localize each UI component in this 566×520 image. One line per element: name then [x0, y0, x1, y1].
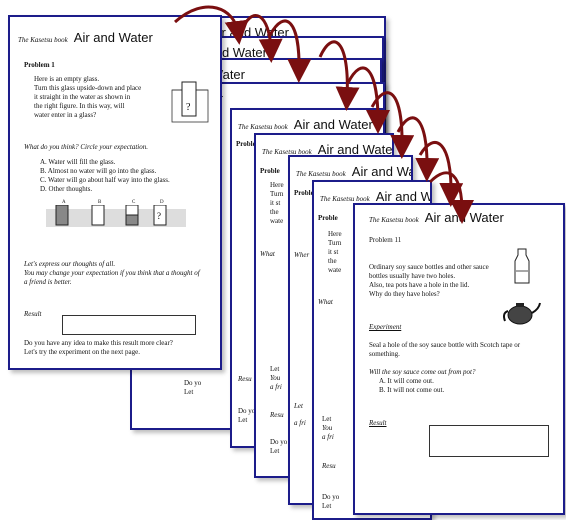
option-b: B. It will not come out. [379, 386, 445, 394]
text-fragment: it st [328, 248, 339, 256]
page-title: Air and Water [375, 189, 432, 204]
text-fragment: Let [294, 402, 303, 410]
intro-line: Ordinary soy sauce bottles and other sau… [369, 263, 489, 271]
text-fragment: What [318, 298, 333, 306]
page-title: Air and Water [293, 117, 373, 132]
text-fragment: a fri [270, 383, 282, 391]
book-name: The Kasetsu book [262, 148, 312, 156]
text-fragment: Do yo [184, 379, 202, 387]
page-title: Air and Water [351, 164, 411, 179]
problem-label: Proble [260, 167, 280, 175]
svg-text:?: ? [157, 211, 161, 221]
book-name: The Kasetsu book [296, 170, 346, 178]
text-fragment: Resu [238, 375, 252, 383]
text-fragment: Turn [328, 239, 342, 247]
text-fragment: a fri [322, 433, 334, 441]
text-fragment: Here [328, 230, 342, 238]
text-fragment: Wher [294, 251, 310, 259]
soy-sauce-bottle-icon [514, 248, 530, 284]
text-fragment: the [328, 257, 337, 265]
problem-label: Problem 1 [24, 61, 55, 69]
book-name: The Kasetsu book [238, 123, 288, 131]
text-fragment: Let [270, 447, 280, 455]
book-name: The Kasetsu book [369, 216, 419, 224]
page-problem-11: The Kasetsu book Air and Water Problem 11… [353, 203, 565, 515]
intro-line: it straight in the water as shown in [34, 93, 131, 101]
glasses-figure: ? [46, 205, 186, 227]
tea-pot-icon [503, 302, 541, 325]
problem-label: Problem 11 [369, 236, 402, 244]
option-a: A. Water will fill the glass. [40, 158, 116, 166]
figure-label-c: C [132, 200, 136, 205]
intro-line: water enter in a glass? [34, 111, 97, 119]
closing-line: Do you have any idea to make this result… [24, 339, 173, 347]
result-label: Result [369, 419, 387, 427]
text-fragment: Let [270, 365, 280, 373]
text-fragment: Let [238, 416, 248, 424]
book-name: The Kasetsu book [320, 195, 370, 203]
figure-label-a: A [62, 200, 66, 205]
problem-label: Proble [236, 140, 256, 148]
text-fragment: wate [328, 266, 342, 274]
experiment-heading: Experiment [369, 323, 402, 331]
svg-text:?: ? [186, 102, 191, 113]
intro-line: Here is an empty glass. [34, 75, 100, 83]
text-fragment: Resu [270, 411, 284, 419]
result-box [429, 425, 549, 457]
text-fragment: Let [322, 415, 332, 423]
experiment-text: Seal a hole of the soy sauce bottle with… [369, 341, 521, 349]
intro-line: Why do they have holes? [369, 290, 440, 298]
text-fragment: wate [270, 217, 284, 225]
option-d: D. Other thoughts. [40, 185, 93, 193]
intro-line: the right figure. In this way, will [34, 102, 125, 110]
text-fragment: Do yo [322, 493, 340, 501]
text-fragment: Do yo [238, 407, 256, 415]
text-fragment: Let [184, 388, 194, 396]
page-title: Air and Water [424, 210, 504, 225]
question: Will the soy sauce come out from pot? [369, 368, 476, 376]
text-fragment: You [270, 374, 281, 382]
closing-line: Let's try the experiment on the next pag… [24, 348, 140, 356]
intro-line: Turn this glass upside-down and place [34, 84, 142, 92]
intro-line: Also, tea pots have a hole in the lid. [369, 281, 470, 289]
text-fragment: You [322, 424, 333, 432]
text-fragment: the [270, 208, 279, 216]
text-fragment: What [260, 250, 275, 258]
option-c: C. Water will go about half way into the… [40, 176, 170, 184]
text-fragment: Here [270, 181, 284, 189]
option-b: B. Almost no water will go into the glas… [40, 167, 157, 175]
page-title: Air and Water [73, 30, 153, 45]
prompt: What do you think? Circle your expectati… [24, 143, 148, 151]
discuss-line: You may change your expectation if you t… [24, 269, 200, 277]
figure-label-d: D [160, 200, 164, 205]
experiment-text: something. [369, 350, 400, 358]
text-fragment: Do yo [270, 438, 288, 446]
result-label: Result [24, 310, 42, 318]
intro-line: bottles usually have two holes. [369, 272, 456, 280]
glass-in-water-icon: ? [171, 81, 209, 123]
discuss-line: Let's express our thoughts of all. [24, 260, 116, 268]
option-a: A. It will come out. [379, 377, 434, 385]
discuss-line: a friend is better. [24, 278, 72, 286]
figure-label-b: B [98, 200, 102, 205]
text-fragment: Resu [322, 462, 336, 470]
result-box [62, 315, 196, 335]
text-fragment: it st [270, 199, 281, 207]
text-fragment: Turn [270, 190, 284, 198]
book-name: The Kasetsu book [18, 36, 68, 44]
problem-label: Proble [318, 214, 338, 222]
text-fragment: Let [322, 502, 332, 510]
text-fragment: a fri [294, 419, 306, 427]
problem-label: Proble [294, 189, 314, 197]
